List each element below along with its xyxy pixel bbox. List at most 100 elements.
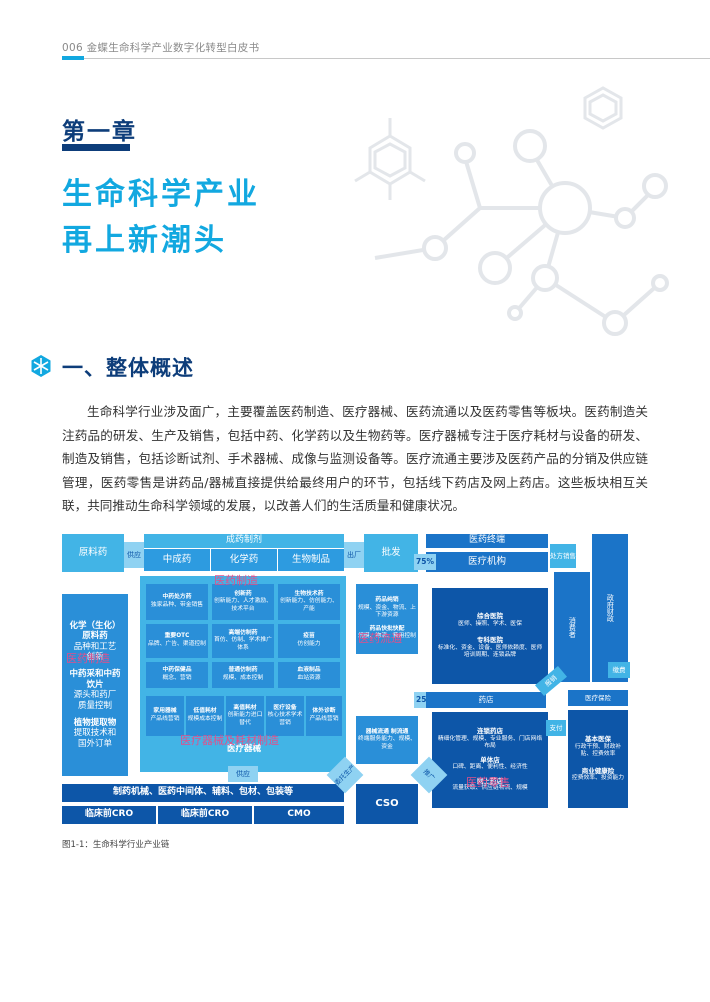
raw-l1: 化学（生化） bbox=[69, 620, 121, 631]
tcm-rx-desc: 独家品种、带金销售 bbox=[150, 602, 204, 608]
raw-l10: 提取技术和 bbox=[73, 728, 117, 739]
vaccine-title: 疫苗 bbox=[303, 633, 315, 640]
raw-l11: 国外订单 bbox=[77, 738, 112, 749]
low-consum-desc: 规模成本控制 bbox=[187, 716, 223, 722]
pharmacy-block: 连锁药店 精细化管理、规模、专业服务、门店网络布局 单体店 口碑、距离、便利性、… bbox=[432, 712, 548, 808]
gen-generic-title: 普通仿制药 bbox=[228, 667, 258, 674]
prescription-sales-arrow: 处方销售 bbox=[550, 544, 576, 568]
drug-dist-desc: 规模、资金、物流、上下游资源 bbox=[358, 604, 416, 619]
tcm-header: 中成药 bbox=[144, 549, 210, 571]
tcm-rx-title: 中药处方药 bbox=[162, 594, 192, 601]
otc-desc: 品牌、广告、渠道控制 bbox=[148, 641, 206, 647]
chain-desc: 精细化管理、规模、专业服务、门店网络布局 bbox=[437, 735, 543, 750]
wholesale-header: 批发 bbox=[364, 534, 418, 572]
drug-dist-cell: 药品纯销规模、资金、物流、上下游资源药品快批快配规模、物流、费用控制 bbox=[356, 584, 418, 654]
chem-header: 化学药 bbox=[211, 549, 277, 571]
pay-arrow: 支付 bbox=[546, 720, 566, 736]
chapter-title-line1: 生命科学产业 bbox=[62, 177, 260, 212]
bio-header: 生物制品 bbox=[278, 549, 344, 571]
drug-quick-desc: 规模、物流、费用控制 bbox=[358, 633, 416, 640]
tcm-health-cell: 中药保健品概念、营销 bbox=[146, 662, 208, 688]
blood-desc: 血站资源 bbox=[297, 675, 321, 681]
general-hosp-desc: 医师、操照、学术、医保 bbox=[458, 620, 522, 627]
innov-title: 创新药 bbox=[234, 590, 252, 597]
drug-quick-title: 药品快批快配 bbox=[369, 625, 405, 632]
tcm-health-desc: 概念、营销 bbox=[162, 675, 192, 681]
general-hosp-title: 综合医院 bbox=[477, 612, 503, 621]
raw-l4: 创新 bbox=[86, 652, 104, 663]
bio-tech-desc: 创新能力、仿创能力、产能 bbox=[280, 598, 338, 612]
supply-arrow-bottom: 供应 bbox=[228, 766, 258, 782]
high-consum-cell: 高值耗材创新能力进口替代 bbox=[226, 696, 264, 736]
raw-l7: 源头和药厂 bbox=[73, 690, 117, 701]
cso-block: CSO bbox=[356, 784, 418, 824]
ivd-desc: 产品线营销 bbox=[309, 716, 339, 722]
out-factory-arrow: 出厂 bbox=[344, 542, 364, 568]
cro-pre-1: 临床前CRO bbox=[62, 806, 156, 824]
overlay-med-distribution: 医药流通 bbox=[358, 632, 402, 645]
ivd-cell: 体外诊断产品线营销 bbox=[306, 696, 342, 736]
commercial-title: 商业健康险 bbox=[581, 766, 615, 775]
commercial-desc: 控费效率、投资能力 bbox=[571, 775, 625, 782]
pay-fee-label: 缴费 bbox=[608, 662, 630, 678]
online-title: 网上药店 bbox=[477, 776, 503, 785]
special-hosp-title: 专科医院 bbox=[477, 636, 503, 645]
innov-cell: 创新药创新能力、人才激励、技术平台 bbox=[212, 584, 274, 620]
gen-generic-desc: 规模、成本控制 bbox=[222, 675, 264, 681]
raw-l6: 饮片 bbox=[86, 679, 104, 690]
single-title: 单体店 bbox=[480, 755, 500, 764]
hq-generic-title: 高端仿制药 bbox=[228, 629, 258, 636]
device-flow-cell: 器械流通 制流通终端服务能力、规模、资金 bbox=[356, 716, 418, 764]
med-device-label: 医疗器械 bbox=[146, 742, 342, 756]
molecule-illustration bbox=[354, 86, 669, 336]
overlay-med-manufacturing: 医药制造 bbox=[214, 574, 258, 587]
cmo-block: CMO bbox=[254, 806, 344, 824]
chapter-title: 生命科学产业 再上新潮头 bbox=[62, 172, 260, 264]
consumer-column: 消费者 bbox=[554, 572, 590, 682]
hq-generic-cell: 高端仿制药首仿、仿制、学术推广体系 bbox=[212, 624, 274, 658]
basic-insurance-title: 基本医保 bbox=[585, 735, 611, 744]
device-flow-desc: 终端服务能力、规模、资金 bbox=[358, 736, 416, 750]
single-desc: 口碑、距离、便利性、经济性 bbox=[452, 764, 528, 771]
vaccine-cell: 疫苗仿创能力 bbox=[278, 624, 340, 658]
high-consum-title: 高值耗材 bbox=[233, 704, 257, 711]
med-institution-header: 医疗机构 bbox=[426, 552, 548, 572]
raw-material-header: 原料药 bbox=[62, 534, 124, 572]
cro-pre-2: 临床前CRO bbox=[158, 806, 252, 824]
header-accent bbox=[62, 56, 84, 60]
bio-tech-title: 生物技术药 bbox=[294, 590, 324, 597]
online-desc: 流量获取、供应链物流、规模 bbox=[452, 785, 528, 792]
pharmacy-header: 药店 bbox=[426, 692, 546, 708]
ivd-title: 体外诊断 bbox=[312, 708, 336, 715]
raw-l5: 中药采和中药 bbox=[69, 669, 121, 680]
raw-l9: 植物提取物 bbox=[73, 717, 117, 728]
gen-generic-cell: 普通仿制药规模、成本控制 bbox=[212, 662, 274, 688]
book-title: 金蝶生命科学产业数字化转型白皮书 bbox=[86, 42, 260, 54]
finished-drug-header: 成药制剂 bbox=[144, 534, 344, 548]
overlay-med-retail: 医药零售 bbox=[466, 776, 510, 789]
pct-75-badge: 75% bbox=[414, 554, 436, 570]
med-equip-cell: 医疗设备核心技术学术营销 bbox=[266, 696, 304, 736]
low-consum-title: 低值耗材 bbox=[193, 708, 217, 715]
raw-l2: 原料药 bbox=[82, 631, 108, 642]
med-insurance-header: 医疗保险 bbox=[568, 690, 628, 706]
blood-cell: 血液制品血站资源 bbox=[278, 662, 340, 688]
running-header: 006 金蝶生命科学产业数字化转型白皮书 bbox=[62, 40, 259, 55]
innov-desc: 创新能力、人才激励、技术平台 bbox=[214, 598, 272, 612]
gov-finance-column: 政府财政 bbox=[592, 534, 628, 682]
med-equip-desc: 核心技术学术营销 bbox=[267, 712, 303, 726]
chapter-underline bbox=[62, 144, 130, 151]
figure-caption: 图1-1：生命科学行业产业链 bbox=[62, 840, 170, 850]
bio-tech-cell: 生物技术药创新能力、仿创能力、产能 bbox=[278, 584, 340, 620]
med-equip-title: 医疗设备 bbox=[273, 704, 297, 711]
hospital-block: 综合医院 医师、操照、学术、医保 专科医院 标准化、资金、设备、医师依赖度、医师… bbox=[432, 588, 548, 684]
basic-insurance-desc: 行政干预、财政补贴、控费效率 bbox=[574, 743, 622, 758]
chapter-label: 第一章 bbox=[62, 119, 137, 145]
page-number: 006 bbox=[62, 42, 83, 54]
special-hosp-desc: 标准化、资金、设备、医师依赖度、医师培训周期、连锁品牌 bbox=[437, 644, 543, 659]
med-terminal-header: 医药终端 bbox=[426, 534, 548, 548]
low-consum-cell: 低值耗材规模成本控制 bbox=[186, 696, 224, 736]
tcm-health-title: 中药保健品 bbox=[162, 667, 192, 674]
overlay-device-manufacturing: 医疗器械及耗材制造 bbox=[180, 734, 279, 747]
